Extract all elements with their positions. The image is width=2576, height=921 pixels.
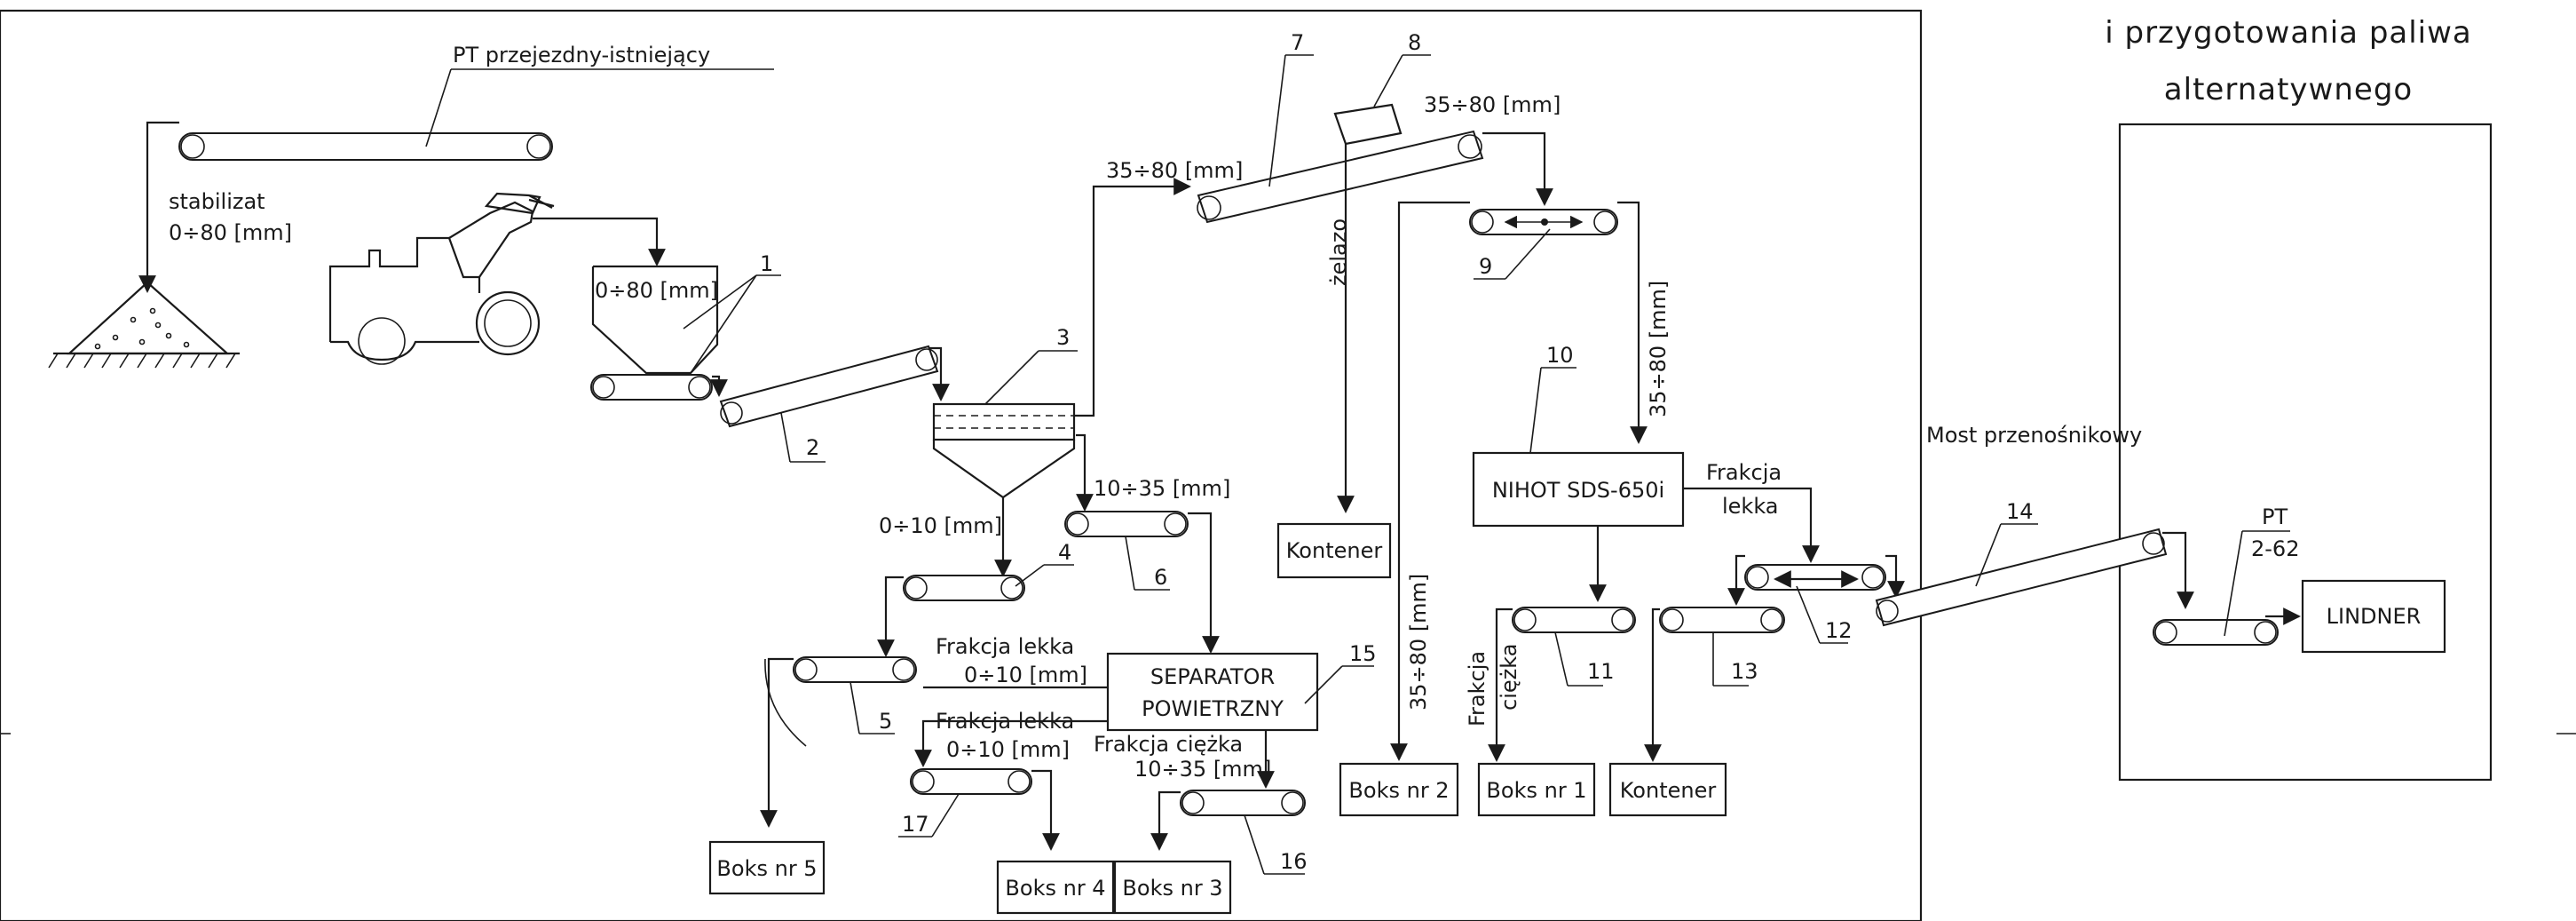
conveyor-5 (793, 656, 917, 683)
lindner-label: LINDNER (2327, 604, 2422, 629)
header-line-2: alternatywnego (2164, 72, 2413, 107)
conveyor-1 (590, 374, 713, 401)
num-13: 13 (1731, 659, 1758, 684)
num-11: 11 (1587, 659, 1615, 684)
boks-2: Boks nr 2 (1348, 778, 1449, 803)
most-label: Most przenośnikowy (1926, 423, 2142, 448)
range-35-80-vertical: 35÷80 [mm] (1646, 281, 1671, 417)
stabilizat-pile (48, 281, 240, 369)
hopper-range-label: 0÷80 [mm] (595, 278, 718, 303)
num-9: 9 (1479, 254, 1492, 279)
frakcja-ciezka-v-1: Frakcja (1465, 651, 1489, 726)
conveyor-pt-existing (178, 132, 553, 161)
boks-4: Boks nr 4 (1005, 876, 1105, 901)
conveyor-7 (1197, 130, 1484, 224)
num-1: 1 (760, 251, 773, 276)
boks-4-box (996, 860, 1115, 915)
conveyor-6 (1064, 511, 1189, 537)
conveyor-14-bridge (1875, 528, 2168, 627)
kontener-2-box (1608, 762, 1727, 817)
range-35-80-b: 35÷80 [mm] (1424, 92, 1561, 117)
conveyor-11 (1512, 607, 1636, 633)
num-15: 15 (1349, 641, 1377, 666)
frakcja-lekka-1-range: 0÷10 [mm] (964, 663, 1087, 687)
conveyor-9-reversible (1469, 209, 1618, 235)
target-building-frame (2118, 123, 2493, 782)
pt-existing-label: PT przejezdny-istniejący (453, 43, 710, 67)
range-0-10: 0÷10 [mm] (879, 513, 1002, 538)
num-10: 10 (1546, 343, 1574, 368)
num-4: 4 (1058, 540, 1071, 565)
kontener-1-box (1276, 522, 1392, 579)
boks-5-box (708, 840, 826, 895)
lindner-box (2301, 579, 2446, 654)
pt-2-62-bottom: 2-62 (2251, 536, 2299, 561)
separator-line-1: SEPARATOR (1150, 664, 1275, 689)
conveyor-2 (719, 345, 939, 428)
conveyor-pt-2-62 (2153, 619, 2279, 646)
conveyor-4 (903, 575, 1025, 601)
range-35-80-boks2: 35÷80 [mm] (1406, 574, 1431, 711)
num-17: 17 (902, 812, 929, 837)
kontener-1: Kontener (1286, 538, 1383, 563)
separator-box (1106, 652, 1319, 732)
boks-3-box (1113, 860, 1232, 915)
conveyor-17 (910, 768, 1032, 795)
wheel-loader-icon (328, 192, 555, 365)
frakcja-ciezka-range: 10÷35 [mm] (1134, 757, 1271, 782)
num-16: 16 (1280, 849, 1308, 874)
conveyor-16 (1180, 790, 1306, 816)
num-3: 3 (1056, 325, 1070, 350)
num-12: 12 (1825, 618, 1853, 643)
frakcja-lekka-1: Frakcja lekka (936, 634, 1074, 659)
pt-2-62-top: PT (2262, 504, 2288, 529)
num-7: 7 (1291, 30, 1304, 55)
range-35-80-a: 35÷80 [mm] (1106, 158, 1243, 183)
nihot-label: NIHOT SDS-650i (1492, 478, 1664, 503)
main-frame (0, 9, 1923, 921)
frakcja-ciezka: Frakcja ciężka (1094, 732, 1243, 757)
boks-3: Boks nr 3 (1122, 876, 1222, 901)
magnetic-separator-8 (1333, 103, 1403, 146)
boks-1: Boks nr 1 (1486, 778, 1586, 803)
drum-screen-3 (932, 402, 1076, 499)
separator-line-2: POWIETRZNY (1142, 696, 1284, 721)
kontener-2: Kontener (1620, 778, 1717, 803)
nihot-frakcja-1: Frakcja (1706, 460, 1782, 485)
pile-range-label: 0÷80 [mm] (169, 220, 292, 245)
num-8: 8 (1408, 30, 1421, 55)
boks-2-box (1339, 762, 1459, 817)
header-line-1: i przygotowania paliwa (2105, 15, 2472, 51)
boks-1-box (1477, 762, 1596, 817)
num-14: 14 (2006, 499, 2034, 524)
frakcja-lekka-2-range: 0÷10 [mm] (946, 737, 1070, 762)
conveyor-13 (1659, 607, 1785, 633)
num-6: 6 (1154, 565, 1167, 590)
nihot-box (1472, 451, 1685, 528)
conveyor-12-reversible (1744, 564, 1886, 591)
frakcja-ciezka-v-2: ciężka (1497, 644, 1521, 711)
nihot-frakcja-2: lekka (1722, 494, 1779, 519)
stabilizat-label: stabilizat (169, 189, 265, 214)
zelazo-label: żelazo (1326, 218, 1351, 286)
range-10-35: 10÷35 [mm] (1094, 476, 1230, 501)
num-5: 5 (879, 709, 892, 734)
boks-5: Boks nr 5 (716, 856, 817, 881)
num-2: 2 (806, 435, 819, 460)
